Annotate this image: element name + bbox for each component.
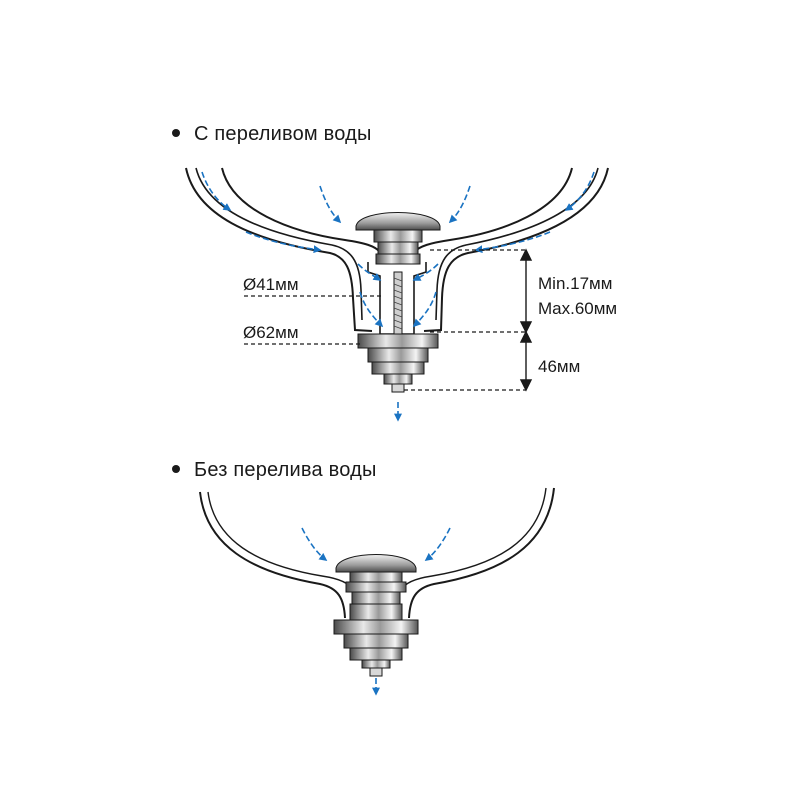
flow-arrow-icon bbox=[474, 231, 551, 254]
basin-bowl bbox=[413, 167, 573, 253]
drain-tip bbox=[391, 383, 405, 393]
dim-body-height: 46мм bbox=[538, 357, 580, 376]
title-without-overflow-text: Без перелива воды bbox=[194, 459, 377, 481]
water-flow-arrows bbox=[201, 171, 595, 422]
dimension-arrows bbox=[519, 248, 533, 392]
stopper-stem bbox=[349, 571, 403, 583]
diagram-without-overflow bbox=[199, 487, 555, 696]
drain-body bbox=[367, 347, 429, 363]
flow-arrow-icon bbox=[564, 171, 595, 211]
flow-arrow-icon bbox=[448, 185, 471, 224]
stopper-cap bbox=[355, 212, 441, 231]
drain-outlet bbox=[361, 659, 391, 669]
stopper-ring bbox=[375, 253, 421, 265]
rod-thread-lines bbox=[393, 277, 403, 330]
flow-arrow-icon bbox=[424, 527, 451, 561]
title-with-overflow-text: С переливом воды bbox=[194, 123, 372, 145]
stopper-stem bbox=[373, 229, 423, 243]
flow-arrow-icon bbox=[201, 171, 232, 211]
bullet-icon bbox=[172, 464, 180, 473]
stopper-ring bbox=[351, 591, 401, 605]
flow-arrow-icon bbox=[412, 263, 439, 281]
title-with-overflow: С переливом воды bbox=[172, 123, 372, 146]
diagram-with-overflow: Ø41мм Ø62мм Min.17мм Max.60мм 46мм bbox=[185, 167, 617, 422]
flow-arrow-icon bbox=[357, 263, 382, 281]
water-flow-arrows bbox=[301, 527, 451, 696]
basin-wall-inner bbox=[401, 487, 547, 591]
drain-nut bbox=[333, 619, 419, 635]
stopper-ring bbox=[345, 581, 407, 593]
drain-sleeve bbox=[349, 603, 403, 621]
basin-outer-wall bbox=[423, 167, 609, 332]
flow-arrow-icon bbox=[245, 231, 322, 254]
bullet-icon bbox=[172, 128, 180, 137]
flow-arrow-icon bbox=[301, 527, 328, 561]
stopper-cap bbox=[335, 554, 417, 573]
drain-body bbox=[349, 647, 403, 661]
drain-outlet bbox=[383, 373, 413, 385]
basin-wall bbox=[408, 487, 555, 619]
dim-min-height: Min.17мм bbox=[538, 274, 612, 293]
drain-body bbox=[343, 633, 409, 649]
drain-nut bbox=[357, 333, 439, 349]
flow-arrow-icon bbox=[359, 291, 384, 328]
overflow-channel-wall bbox=[195, 167, 363, 321]
dim-small-diameter: Ø41мм bbox=[243, 275, 299, 294]
basin-wall bbox=[199, 491, 346, 619]
flow-arrow-icon bbox=[412, 291, 437, 328]
dim-max-height: Max.60мм bbox=[538, 299, 617, 318]
dim-large-diameter: Ø62мм bbox=[243, 323, 299, 342]
drain-body bbox=[371, 361, 425, 375]
flow-arrow-icon bbox=[319, 185, 342, 224]
title-without-overflow: Без перелива воды bbox=[172, 459, 377, 482]
threaded-rod bbox=[393, 271, 403, 335]
dimension-lines bbox=[244, 249, 526, 391]
basin-bowl bbox=[221, 167, 381, 253]
drain-tip bbox=[369, 667, 383, 677]
overflow-channel-wall bbox=[435, 167, 599, 321]
stopper-ring bbox=[377, 241, 419, 255]
